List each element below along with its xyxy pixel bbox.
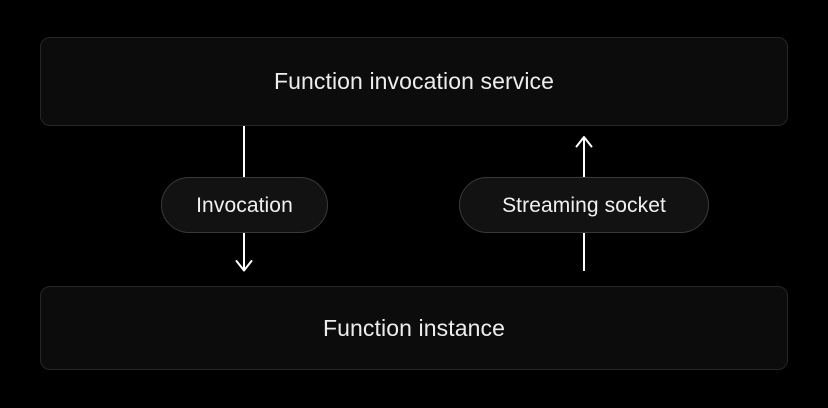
arrowhead-up-icon bbox=[575, 136, 593, 148]
node-label-streaming-socket: Streaming socket bbox=[502, 193, 666, 217]
node-label-function-instance: Function instance bbox=[323, 314, 505, 341]
node-function-instance: Function instance bbox=[40, 286, 788, 370]
node-function-invocation-service: Function invocation service bbox=[40, 37, 788, 126]
node-streaming-socket: Streaming socket bbox=[459, 177, 709, 233]
node-invocation: Invocation bbox=[161, 177, 328, 233]
node-label-function-invocation-service: Function invocation service bbox=[273, 68, 555, 94]
node-label-invocation: Invocation bbox=[196, 193, 293, 217]
arrowhead-down-icon bbox=[235, 260, 253, 272]
